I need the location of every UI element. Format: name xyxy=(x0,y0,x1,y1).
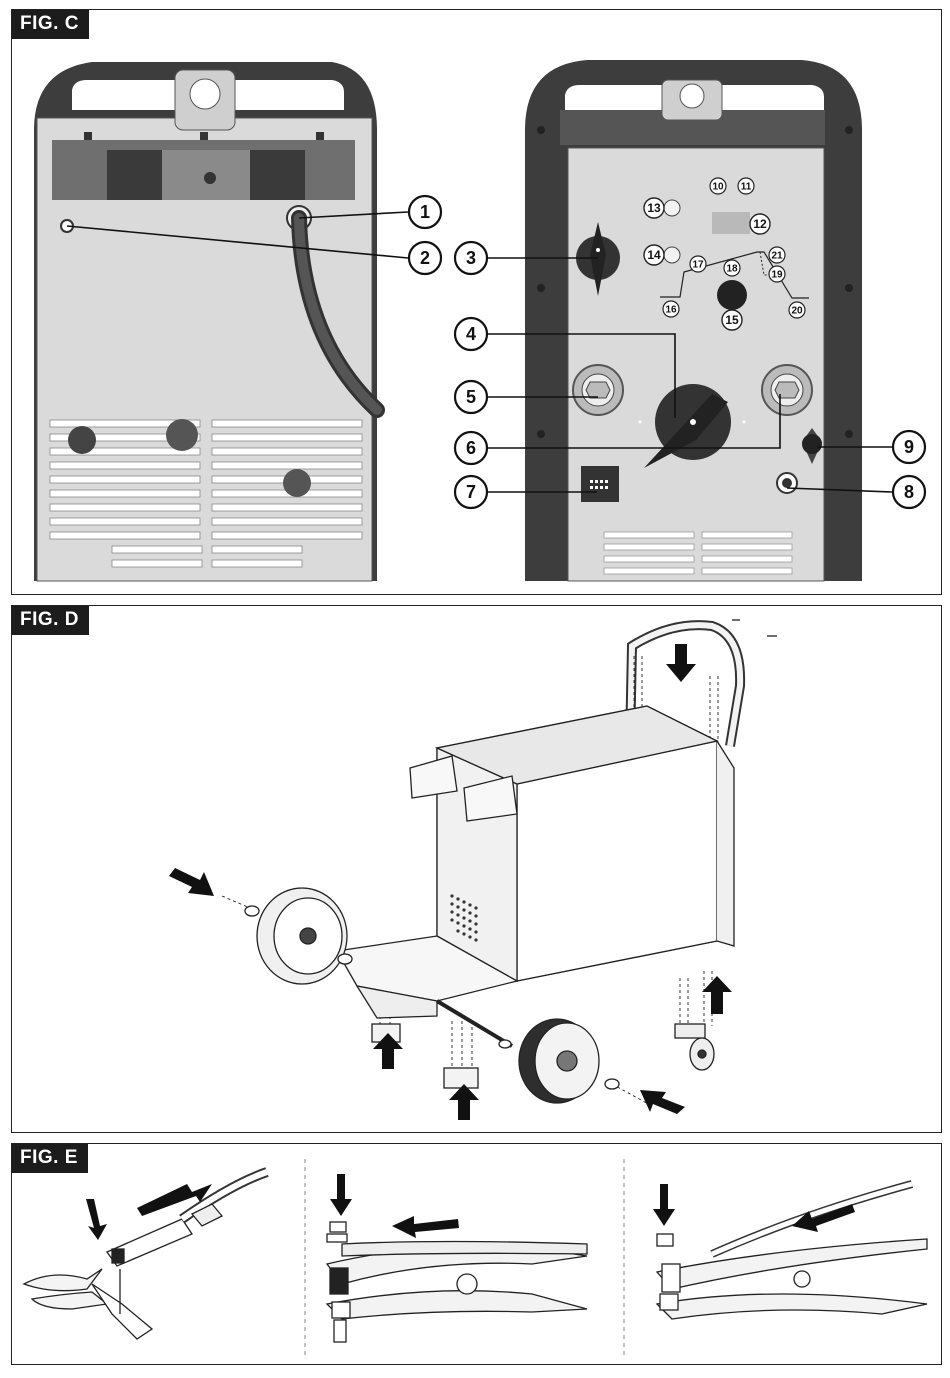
figure-c-panel: FIG. C xyxy=(11,9,942,595)
callout-5: 5 xyxy=(455,381,487,413)
svg-text:9: 9 xyxy=(904,437,914,457)
callout-16: 16 xyxy=(663,301,679,317)
clamp-2-arrows xyxy=(330,1174,459,1238)
svg-text:15: 15 xyxy=(725,313,739,327)
callout-2: 2 xyxy=(409,242,441,274)
right-machine xyxy=(525,60,862,581)
svg-text:19: 19 xyxy=(771,270,783,281)
callout-11: 11 xyxy=(738,178,754,194)
callout-18: 18 xyxy=(724,260,740,276)
svg-text:5: 5 xyxy=(466,387,476,407)
figure-c-drawing: 1 2 3 4 5 6 7 8 9 12 13 14 15 10 11 16 1… xyxy=(12,10,942,595)
callout-8: 8 xyxy=(893,476,925,508)
clamp-step-2 xyxy=(327,1222,587,1342)
callout-12: 12 xyxy=(750,214,770,234)
figure-d-panel: FIG. D xyxy=(11,605,942,1133)
svg-text:11: 11 xyxy=(741,182,752,193)
figure-e-panel: FIG. E xyxy=(11,1143,942,1365)
callout-4: 4 xyxy=(455,318,487,350)
svg-text:4: 4 xyxy=(466,324,476,344)
svg-text:12: 12 xyxy=(753,217,767,231)
callout-17: 17 xyxy=(690,256,706,272)
svg-text:2: 2 xyxy=(420,248,430,268)
clamp-step-3 xyxy=(657,1184,927,1319)
svg-text:14: 14 xyxy=(647,248,661,262)
svg-text:17: 17 xyxy=(692,260,704,271)
callout-19: 19 xyxy=(769,266,785,282)
clamp-step-1 xyxy=(24,1172,267,1339)
svg-text:16: 16 xyxy=(665,305,677,316)
callout-10: 10 xyxy=(710,178,726,194)
svg-text:8: 8 xyxy=(904,482,914,502)
svg-text:13: 13 xyxy=(647,201,661,215)
figure-d-drawing xyxy=(12,606,942,1133)
figure-e-drawing xyxy=(12,1144,942,1365)
left-machine xyxy=(34,62,377,581)
callout-14: 14 xyxy=(644,245,664,265)
callout-7: 7 xyxy=(455,476,487,508)
svg-text:18: 18 xyxy=(726,264,738,275)
svg-text:6: 6 xyxy=(466,438,476,458)
callout-3: 3 xyxy=(455,242,487,274)
svg-text:1: 1 xyxy=(420,202,430,222)
callout-20: 20 xyxy=(789,302,805,318)
svg-text:21: 21 xyxy=(771,251,783,262)
callout-1: 1 xyxy=(409,196,441,228)
callout-9: 9 xyxy=(893,431,925,463)
svg-text:3: 3 xyxy=(466,248,476,268)
cart-assembly xyxy=(222,620,777,1106)
callout-6: 6 xyxy=(455,432,487,464)
svg-text:7: 7 xyxy=(466,482,476,502)
svg-text:20: 20 xyxy=(791,306,803,317)
callout-21: 21 xyxy=(769,247,785,263)
callout-15: 15 xyxy=(722,310,742,330)
callout-13: 13 xyxy=(644,198,664,218)
svg-text:10: 10 xyxy=(712,182,724,193)
